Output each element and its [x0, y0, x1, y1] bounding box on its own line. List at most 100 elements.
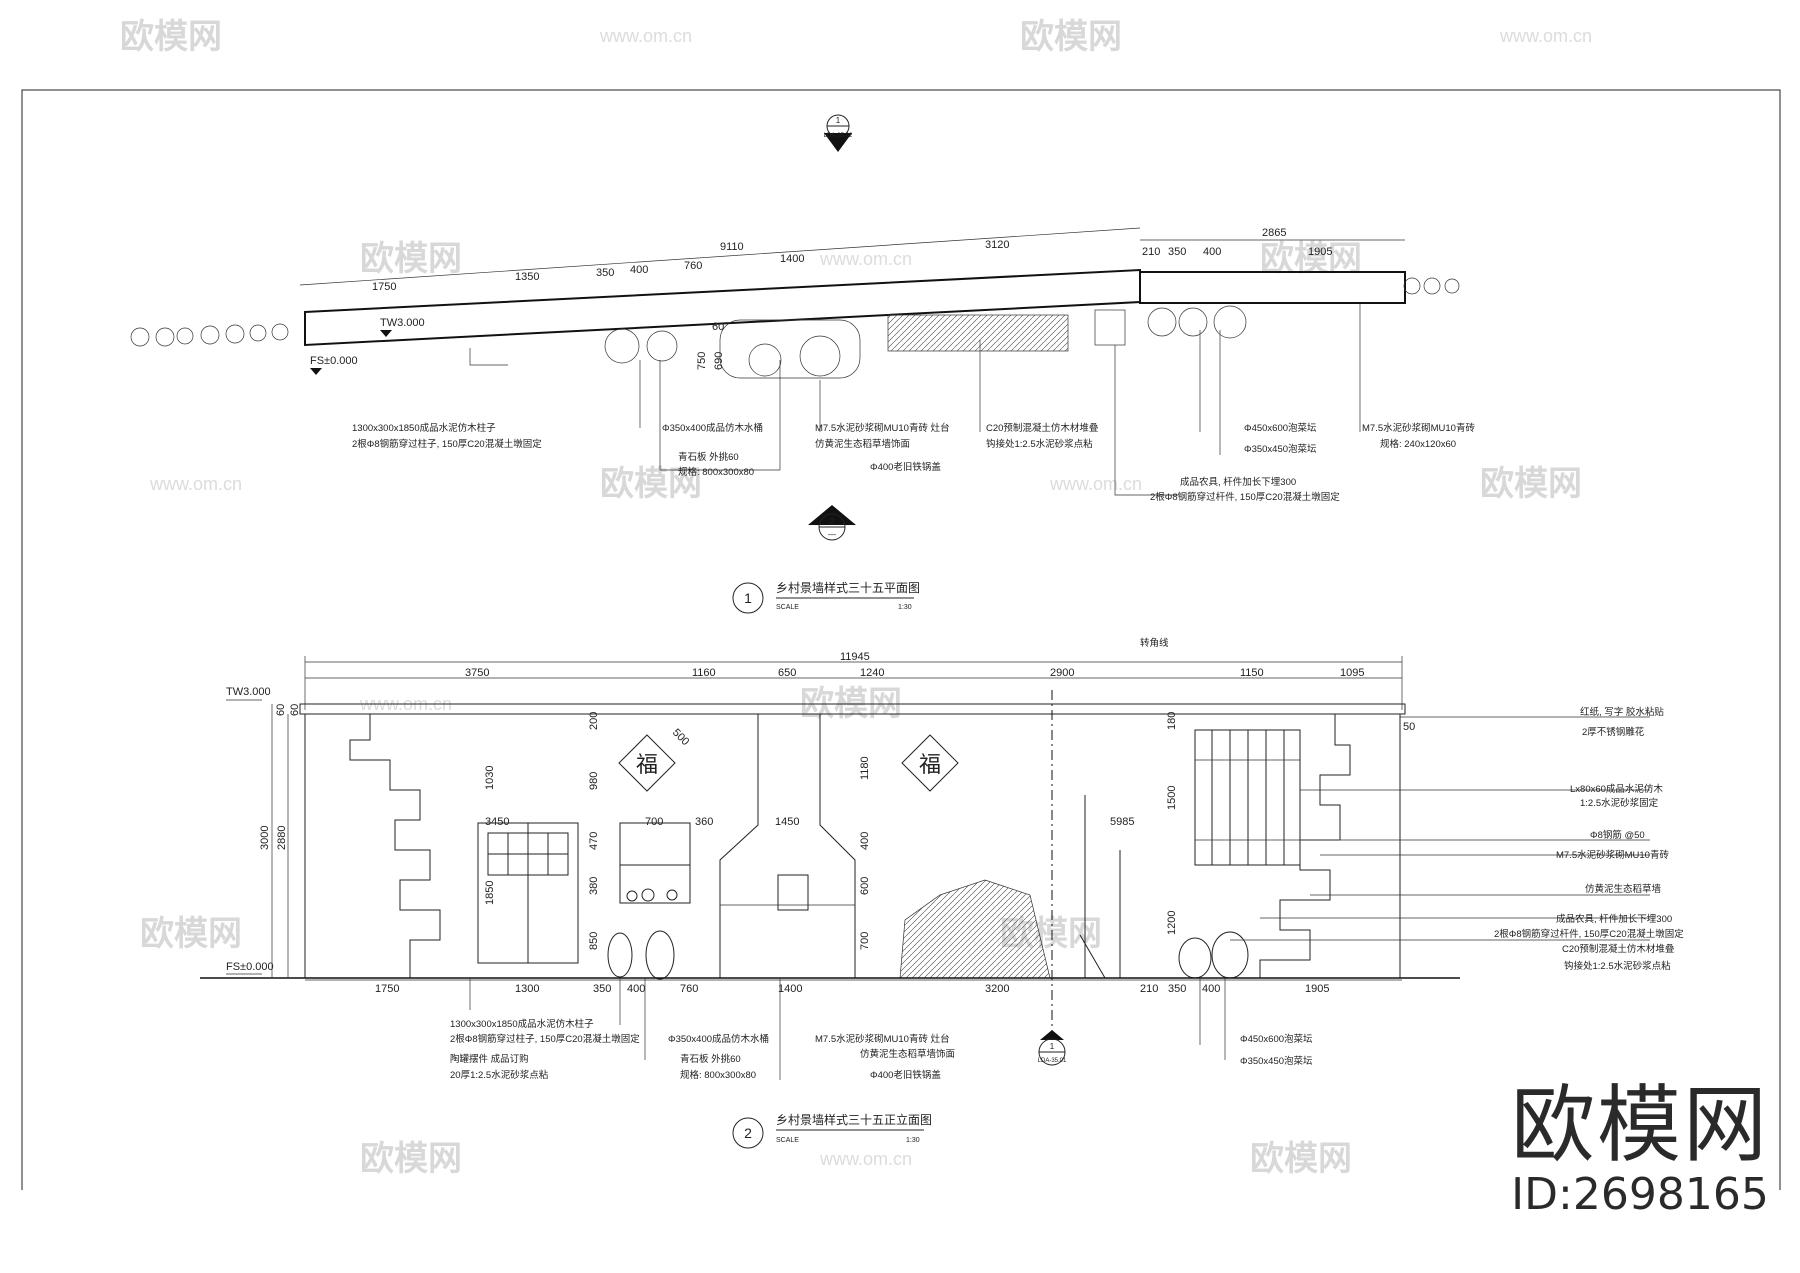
model-id: ID:2698165: [1511, 1169, 1769, 1220]
elev-left-leaders: [469, 978, 1226, 1080]
svg-text:690: 690: [713, 352, 725, 370]
watermark-brand: 欧模网: [1480, 465, 1582, 503]
plan-level-tw: TW3.000: [380, 317, 425, 329]
svg-text:500: 500: [670, 727, 691, 748]
svg-text:1160: 1160: [692, 667, 716, 679]
svg-text:760: 760: [680, 983, 698, 995]
elev-top-dims: 3750 1160 650 1240 2900 1150 1095: [465, 667, 1364, 679]
svg-text:—: —: [828, 530, 836, 539]
svg-text:2: 2: [744, 1125, 752, 1141]
svg-text:Φ350x400成品仿木水桶: Φ350x400成品仿木水桶: [662, 422, 763, 434]
svg-text:350: 350: [1168, 246, 1186, 258]
svg-text:1500: 1500: [1166, 786, 1178, 810]
svg-text:1: 1: [1050, 1042, 1055, 1051]
plan-overall-left: 9110: [720, 241, 744, 253]
svg-text:2880: 2880: [276, 826, 288, 850]
svg-text:850: 850: [588, 932, 600, 950]
elevation-title: 2 乡村景墙样式三十五正立面图 SCALE 1:30: [732, 1112, 932, 1149]
svg-text:3750: 3750: [465, 667, 489, 679]
elev-level-fs: FS±0.000: [226, 961, 274, 973]
svg-text:760: 760: [684, 260, 702, 272]
svg-text:350: 350: [593, 983, 611, 995]
watermark-url: www.om.cn: [819, 1149, 912, 1169]
svg-text:1905: 1905: [1305, 983, 1329, 995]
svg-text:1905: 1905: [1308, 246, 1332, 258]
svg-text:1: 1: [836, 116, 841, 125]
svg-text:1150: 1150: [1240, 667, 1264, 679]
svg-text:600: 600: [859, 877, 871, 895]
svg-text:50: 50: [1403, 721, 1415, 733]
watermark-brand: 欧模网: [600, 465, 702, 503]
watermark-brand: 欧模网: [360, 240, 462, 278]
watermark-url: www.om.cn: [819, 249, 912, 269]
svg-text:400: 400: [630, 264, 648, 276]
svg-text:钩接处1:2.5水泥砂浆点粘: 钩接处1:2.5水泥砂浆点粘: [1564, 960, 1671, 972]
svg-text:M7.5水泥砂浆砌MU10青砖: M7.5水泥砂浆砌MU10青砖: [1362, 422, 1475, 434]
elev-left-dims: 60 60 3000 2880: [259, 704, 301, 978]
svg-text:2: 2: [830, 517, 835, 526]
watermark-brand: 欧模网: [120, 18, 222, 56]
elev-brick-right: [1259, 713, 1401, 979]
sheet-border: [21, 89, 1781, 1190]
svg-text:400: 400: [627, 983, 645, 995]
svg-text:Φ400老旧铁锅盖: Φ400老旧铁锅盖: [870, 461, 941, 473]
svg-text:2根Φ8钢筋穿过柱子, 150厚C20混凝土墩固定: 2根Φ8钢筋穿过柱子, 150厚C20混凝土墩固定: [352, 438, 542, 450]
svg-text:2根Φ8钢筋穿过杆件, 150厚C20混凝土墩固定: 2根Φ8钢筋穿过杆件, 150厚C20混凝土墩固定: [1150, 491, 1340, 503]
svg-text:LDA-35.01: LDA-35.01: [1038, 1058, 1067, 1064]
svg-text:M7.5水泥砂浆砌MU10青砖 灶台: M7.5水泥砂浆砌MU10青砖 灶台: [815, 422, 950, 434]
plan-top-dims: 1750 1350 350 400 760 1400 3120 210 350 …: [372, 239, 1332, 293]
brand-name: 欧模网: [1510, 1076, 1769, 1174]
svg-text:Φ350x450泡菜坛: Φ350x450泡菜坛: [1240, 1055, 1313, 1067]
svg-text:750: 750: [696, 352, 708, 370]
elev-level-tw: TW3.000: [226, 686, 271, 698]
svg-text:陶罐摆件 成品订购: 陶罐摆件 成品订购: [450, 1053, 529, 1065]
svg-text:1:30: 1:30: [898, 604, 912, 611]
elev-fu-plaque-left: 福: [618, 734, 676, 792]
watermark-layer: 欧模网 www.om.cn 欧模网 www.om.cn 欧模网 www.om.c…: [120, 18, 1592, 1178]
svg-text:3000: 3000: [259, 826, 271, 850]
svg-text:成品农具, 杆件加长下埋300: 成品农具, 杆件加长下埋300: [1556, 913, 1672, 925]
svg-text:1300: 1300: [515, 983, 539, 995]
elev-wall-body: [304, 713, 1401, 979]
svg-text:200: 200: [588, 712, 600, 730]
svg-text:Φ450x600泡菜坛: Φ450x600泡菜坛: [1244, 422, 1317, 434]
svg-text:210: 210: [1142, 246, 1160, 258]
svg-text:Φ350x400成品仿木水桶: Φ350x400成品仿木水桶: [668, 1033, 769, 1045]
elev-window: [1194, 729, 1301, 866]
svg-text:1095: 1095: [1340, 667, 1364, 679]
elev-right-notes: 红纸, 写字 胶水粘贴 2厚不锈钢雕花 Lx80x60成品水泥仿木 1:2.5水…: [1494, 706, 1684, 972]
elev-ridge-label: 转角线: [1140, 637, 1169, 649]
svg-text:1450: 1450: [775, 816, 799, 828]
svg-text:60: 60: [275, 704, 287, 716]
section-marker-top: 1 LDA-35.02: [824, 114, 853, 152]
svg-text:Φ350x450泡菜坛: Φ350x450泡菜坛: [1244, 443, 1317, 455]
watermark-brand: 欧模网: [1250, 1140, 1352, 1178]
brand-block: 欧模网 ID:2698165: [1500, 1080, 1780, 1220]
plan-level-fs: FS±0.000: [310, 355, 358, 367]
svg-text:仿黄泥生态稻草墙饰面: 仿黄泥生态稻草墙饰面: [860, 1048, 955, 1060]
svg-text:3120: 3120: [985, 239, 1009, 251]
svg-text:1350: 1350: [515, 271, 539, 283]
plan-overall-right: 2865: [1262, 227, 1286, 239]
svg-text:SCALE: SCALE: [776, 604, 799, 611]
svg-text:1030: 1030: [484, 766, 496, 790]
svg-text:60: 60: [712, 321, 724, 333]
svg-text:青石板 外挑60: 青石板 外挑60: [680, 1053, 741, 1065]
elev-farm-tools: [1079, 795, 1121, 979]
svg-text:规格: 800x300x80: 规格: 800x300x80: [680, 1069, 756, 1081]
elev-woodpile: [899, 879, 1051, 979]
svg-text:60: 60: [289, 704, 301, 716]
plan-stepping-stones: [130, 277, 1460, 347]
watermark-url: www.om.cn: [149, 474, 242, 494]
watermark-url: www.om.cn: [1499, 26, 1592, 46]
elev-overall-dim: [304, 656, 1403, 710]
section-marker-2: 2 —: [808, 505, 856, 541]
svg-text:M7.5水泥砂浆砌MU10青砖: M7.5水泥砂浆砌MU10青砖: [1556, 849, 1669, 861]
svg-text:Lx80x60成品水泥仿木: Lx80x60成品水泥仿木: [1570, 783, 1663, 795]
svg-text:700: 700: [859, 932, 871, 950]
elev-wooden-door: [477, 822, 579, 964]
svg-text:180: 180: [1166, 712, 1178, 730]
svg-text:1240: 1240: [860, 667, 884, 679]
svg-text:仿黄泥生态稻草墙: 仿黄泥生态稻草墙: [1585, 883, 1662, 895]
svg-text:福: 福: [919, 752, 941, 777]
